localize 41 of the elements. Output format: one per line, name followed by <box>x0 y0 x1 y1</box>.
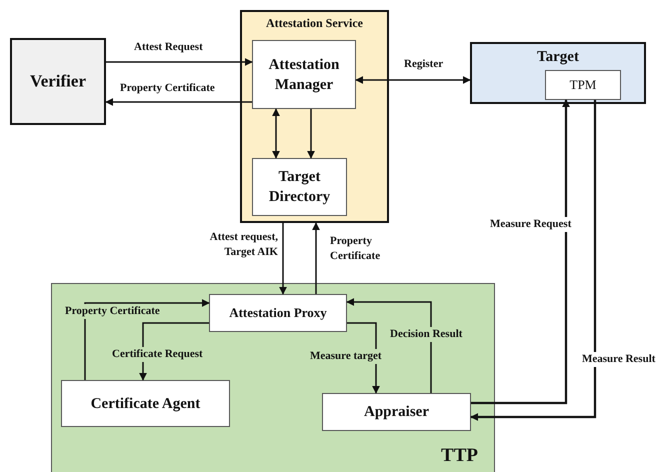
tpm-box <box>545 70 621 100</box>
arrow <box>471 99 570 404</box>
edge-label: Attest Request <box>132 40 205 55</box>
node-label: Target <box>536 48 580 67</box>
component-box <box>252 40 356 109</box>
node-label: Appraiser <box>363 402 430 422</box>
arrow <box>272 108 280 159</box>
node-label: Attestation Manager <box>268 55 340 94</box>
node-label: Attestation Proxy <box>228 304 328 322</box>
edge-label: Measure Result <box>580 352 658 367</box>
edge-label: Register <box>402 57 446 72</box>
service-container <box>240 10 389 223</box>
arrow <box>470 100 596 421</box>
edge-label: Property Certificate <box>63 304 162 319</box>
verifier-box <box>10 38 106 125</box>
arrow <box>106 58 253 66</box>
node-label: TPM <box>568 76 598 94</box>
node-label: Attestation Service <box>265 15 364 32</box>
node-label: Verifier <box>28 70 87 92</box>
arrow <box>312 222 320 294</box>
arrow <box>279 223 287 295</box>
node-label: Target Directory <box>268 168 332 207</box>
edge-label: Certificate Request <box>110 347 205 362</box>
arrow <box>105 98 252 106</box>
component-box <box>61 380 230 427</box>
edge-label: Decision Result <box>388 327 464 342</box>
component-box <box>322 393 471 431</box>
node-label: Certificate Agent <box>90 394 202 414</box>
edge-label: Measure Request <box>488 217 574 232</box>
edge-label: Measure target <box>308 349 384 364</box>
arrow <box>84 299 210 380</box>
arrow <box>139 322 209 381</box>
component-box <box>209 294 347 332</box>
arrow <box>307 109 315 159</box>
component-box <box>252 158 347 216</box>
arrow <box>346 298 432 393</box>
node-label: TTP <box>441 444 478 468</box>
target-box <box>470 42 646 104</box>
ttp-container <box>51 283 495 472</box>
arrow <box>355 76 471 84</box>
edge-label: Property Certificate <box>118 81 217 96</box>
